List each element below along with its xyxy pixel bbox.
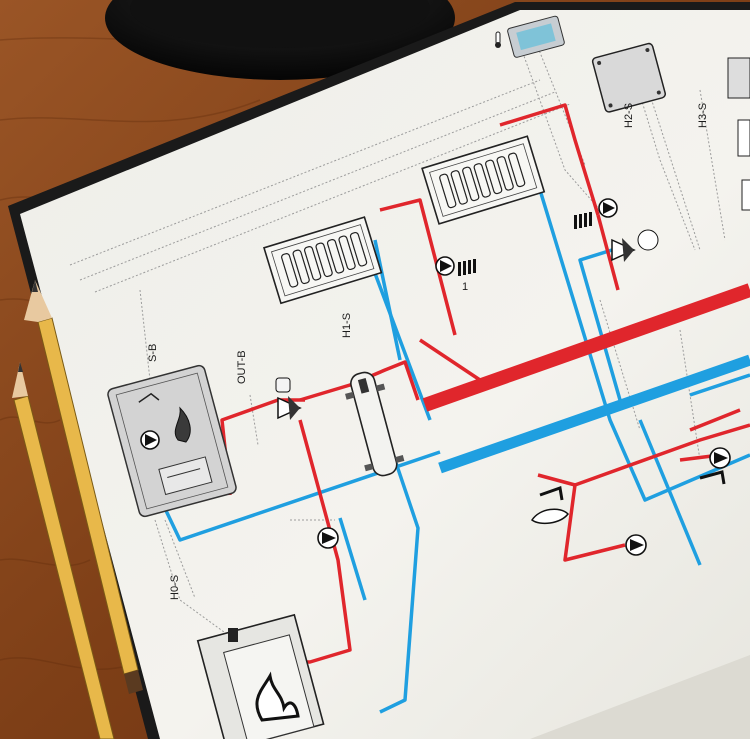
faucet-icon: [699, 470, 726, 485]
faucet-icon: [530, 485, 570, 525]
hydraulic-separator-icon: [345, 371, 405, 477]
thermostat-icon: [495, 31, 501, 48]
page-bottom-shadow: [530, 655, 750, 739]
right-component: [741, 179, 750, 211]
mixing-valve-icon: [275, 377, 302, 420]
radiator-icon: [458, 212, 592, 276]
right-component: [737, 119, 750, 157]
controller-box: [591, 42, 667, 113]
thermostat-display: [507, 15, 565, 58]
mixing-valve-icon: [611, 229, 659, 262]
pump-icon: [709, 447, 731, 469]
pencil-1: [24, 280, 143, 694]
label-out-b: OUT-B: [236, 350, 248, 384]
pump-icon: [598, 198, 618, 218]
return-pipes: [158, 189, 750, 714]
paper-page: [20, 10, 750, 739]
solid-fuel-stove: [196, 613, 325, 739]
pencil-2: [12, 362, 115, 739]
label-h0-s: H0-S: [169, 575, 181, 600]
radiator-left: [262, 216, 383, 305]
radiator-icon: [281, 231, 368, 288]
right-component: [727, 57, 750, 99]
label-s-b: S-B: [147, 344, 159, 362]
radiator-icon: [439, 152, 526, 209]
flame-icon: [174, 406, 191, 443]
pump-icon: [140, 430, 160, 450]
boiler-unit: [107, 364, 237, 518]
main-return-pipe: [438, 354, 750, 474]
pump-icon: [317, 527, 339, 549]
label-pump-index: 1: [462, 281, 468, 293]
pump-icon: [435, 256, 455, 276]
label-h3-s: H3-S: [697, 103, 709, 128]
solid-fuel-stove-icon: [255, 671, 300, 722]
control-wiring: [69, 39, 726, 641]
coffee-mug: [105, 0, 455, 80]
pump-icon: [625, 534, 647, 556]
boiler-icon: [115, 372, 229, 510]
radiator-center: [421, 135, 546, 225]
label-h2-s: H2-S: [623, 103, 635, 128]
main-supply-pipe: [422, 283, 750, 412]
label-h1-s: H1-S: [341, 313, 353, 338]
